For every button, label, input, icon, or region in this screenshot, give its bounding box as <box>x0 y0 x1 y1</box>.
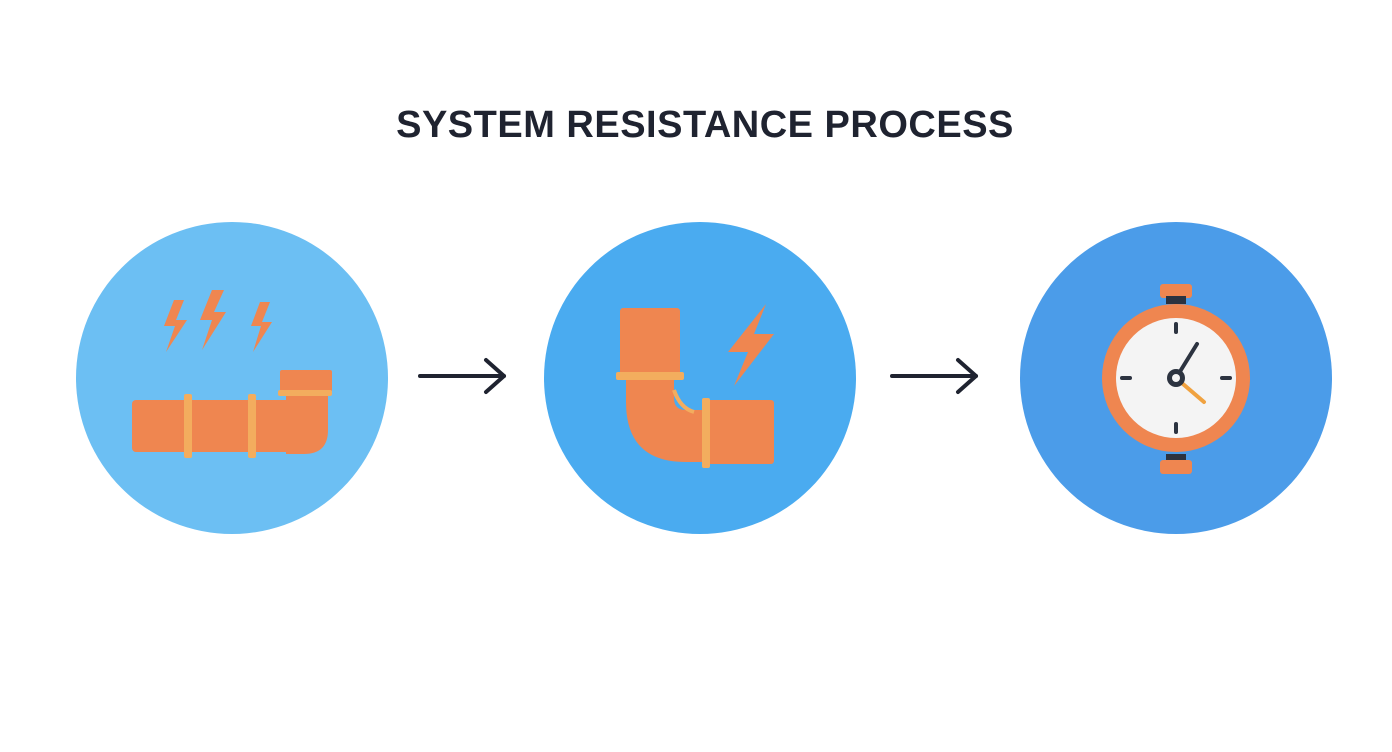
lightning-bolt-icon <box>728 304 774 386</box>
arrow-right-icon <box>416 356 512 396</box>
pipe-segment <box>132 370 332 454</box>
gauge-ticks <box>1120 322 1232 434</box>
elbow-fitting-icon <box>544 222 856 534</box>
step-circle-2 <box>544 222 856 534</box>
lightning-bolt-icon <box>164 290 272 352</box>
elbow-joints <box>616 372 710 468</box>
diagram-title: SYSTEM RESISTANCE PROCESS <box>396 104 1014 146</box>
elbow-pipe <box>620 308 774 464</box>
pipe-bands <box>184 390 332 458</box>
step-circle-1 <box>76 222 388 534</box>
circle-background <box>544 222 856 534</box>
gauge-fittings <box>1160 284 1192 474</box>
step-circle-3 <box>1020 222 1332 534</box>
pipe-friction-icon <box>76 222 388 534</box>
circle-background <box>76 222 388 534</box>
pressure-gauge-icon <box>1020 222 1332 534</box>
arrow-right-icon <box>888 356 984 396</box>
